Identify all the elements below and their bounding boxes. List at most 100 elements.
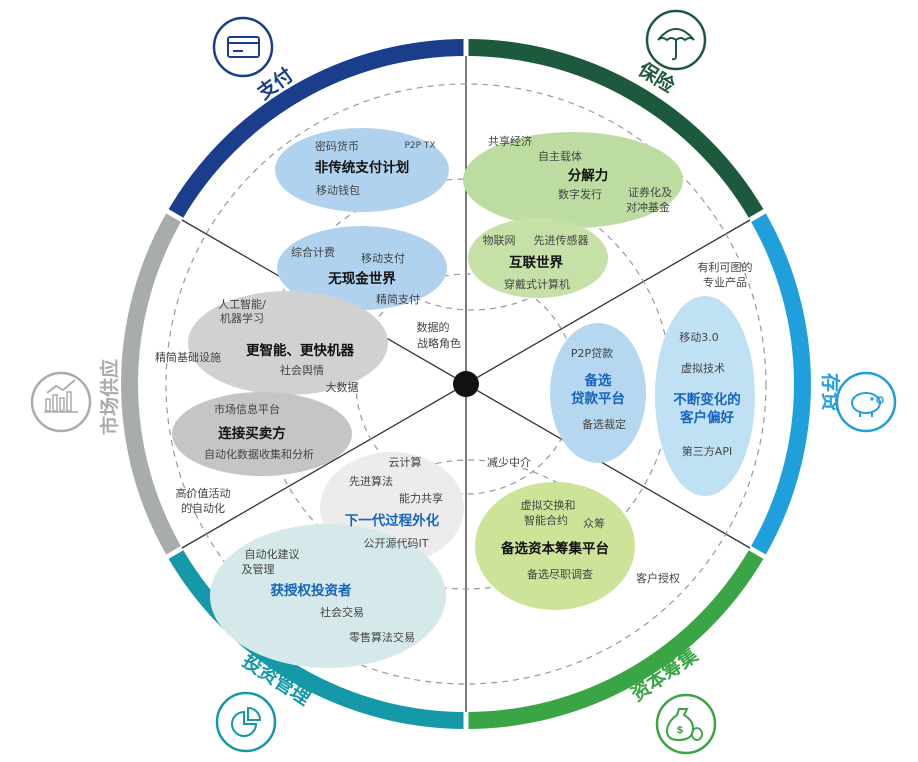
c2-title: 无现金世界 — [327, 270, 396, 287]
c2-item-mobilepay: 移动支付 — [361, 252, 405, 265]
cluster-c4: 物联网 先进传感器 互联世界 穿戴式计算机 — [483, 233, 589, 291]
c8-item-mobile30: 移动3.0 — [679, 331, 719, 344]
float-highvalue-2: 的自动化 — [181, 501, 225, 515]
c7-item-p2ploan: P2P贷款 — [571, 346, 613, 360]
c3-item-auto: 自主载体 — [538, 149, 582, 163]
c3-title: 分解力 — [568, 167, 609, 184]
cluster-c1-bg[interactable] — [275, 128, 449, 212]
c4-item-wearable: 穿戴式计算机 — [504, 277, 570, 291]
c6-item-autodata: 自动化数据收集和分析 — [204, 447, 314, 461]
money-bag-icon[interactable]: $ — [655, 693, 717, 755]
c9-item-share: 能力共享 — [399, 491, 443, 505]
c8-title-line1: 不断变化的 — [673, 391, 741, 408]
c9-item-opensource: 公开源代码IT — [364, 536, 429, 550]
cluster-c7: P2P贷款 备选 贷款平台 备选裁定 — [571, 346, 626, 431]
float-highvalue-1: 高价值活动 — [176, 486, 231, 500]
c7-item-adjudication: 备选裁定 — [582, 417, 626, 431]
cluster-c6: 市场信息平台 连接买卖方 自动化数据收集和分析 — [204, 402, 314, 461]
c9-item-cloud: 云计算 — [389, 455, 422, 469]
cluster-c6-bg[interactable] — [172, 392, 352, 476]
c11-title: 获授权投资者 — [271, 582, 352, 599]
segment-arc-payment[interactable] — [167, 39, 467, 221]
cluster-c7-bg[interactable] — [550, 323, 646, 463]
outer-ring — [121, 37, 811, 731]
c7-title-line2: 贷款平台 — [571, 390, 625, 407]
float-less-intermediation: 减少中介 — [487, 456, 531, 469]
segment-title-market: 市场供应 — [98, 359, 121, 435]
c11-item-advice: 自动化建议 — [245, 547, 300, 561]
c2-item-billing: 综合计费 — [291, 245, 335, 259]
cluster-c2: 综合计费 移动支付 无现金世界 精简支付 — [291, 245, 420, 306]
cluster-blobs — [172, 128, 755, 668]
umbrella-icon[interactable] — [645, 9, 707, 71]
c4-item-sensor: 先进传感器 — [534, 234, 589, 247]
cluster-c2-bg[interactable] — [277, 226, 447, 310]
c9-item-algo: 先进算法 — [349, 474, 393, 488]
cluster-c3-bg[interactable] — [463, 132, 683, 228]
c1-item-wallet: 移动钱包 — [316, 183, 360, 197]
float-profitable-2: 专业产品 — [703, 275, 747, 289]
c10-item-diligence: 备选尽职调查 — [527, 567, 593, 581]
c3-item-digital: 数字发行 — [558, 187, 602, 201]
c8-item-virtual: 虚拟技术 — [681, 361, 725, 375]
c11-item-social: 社会交易 — [320, 605, 364, 619]
c6-item-platform: 市场信息平台 — [214, 402, 280, 416]
c11-item-manage: 及管理 — [242, 562, 275, 576]
segment-icons: $ — [30, 9, 897, 755]
c6-title: 连接买卖方 — [218, 425, 286, 442]
cluster-c11-bg[interactable] — [210, 524, 446, 668]
cluster-c8-bg[interactable] — [655, 296, 755, 496]
cluster-c9: 云计算 先进算法 能力共享 下一代过程外化 公开源代码IT — [345, 455, 443, 550]
c5-item-sentiment: 社会舆情 — [280, 363, 324, 377]
c2-item-lean: 精简支付 — [376, 292, 420, 306]
c10-item-contract: 智能合约 — [524, 513, 568, 527]
c10-title: 备选资本筹集平台 — [500, 540, 609, 557]
c1-title: 非传统支付计划 — [315, 159, 410, 176]
c4-item-iot: 物联网 — [483, 233, 516, 247]
cluster-c8: 移动3.0 虚拟技术 不断变化的 客户偏好 第三方API — [673, 331, 741, 458]
cluster-c4-bg[interactable] — [468, 218, 608, 298]
cluster-c10-bg[interactable] — [475, 482, 635, 610]
c3-item-securitize: 证券化及 — [628, 185, 672, 199]
float-customer-auth: 客户授权 — [636, 571, 680, 585]
cluster-c5-bg[interactable] — [188, 291, 388, 395]
c1-item-crypto: 密码货币 — [315, 139, 359, 153]
pie-chart-icon[interactable] — [215, 691, 277, 753]
c5-item-ai: 人工智能/ — [218, 297, 266, 311]
c5-item-bigdata: 大数据 — [326, 380, 359, 394]
c3-item-hedge: 对冲基金 — [626, 200, 670, 214]
segment-arc-capital[interactable] — [465, 547, 765, 729]
floating-labels: 数据的 战略角色 有利可图的 专业产品 精简基础设施 高价值活动 的自动化 减少… — [155, 260, 753, 585]
money-bag-icon-glyph: $ — [677, 725, 684, 736]
credit-card-icon[interactable] — [212, 16, 274, 78]
c8-item-api: 第三方API — [682, 444, 732, 458]
c5-title: 更智能、更快机器 — [246, 342, 354, 359]
bar-chart-icon[interactable] — [30, 371, 92, 433]
float-lean-infra: 精简基础设施 — [155, 350, 221, 364]
cluster-c5: 人工智能/ 机器学习 更智能、更快机器 社会舆情 大数据 — [218, 297, 358, 394]
segment-arc-investment[interactable] — [167, 547, 467, 729]
cluster-c10: 虚拟交换和 智能合约 众筹 备选资本筹集平台 备选尽职调查 — [500, 498, 609, 581]
segment-arc-market[interactable] — [121, 211, 182, 557]
float-profitable-1: 有利可图的 — [698, 260, 753, 274]
float-strategic-2: 战略角色 — [417, 336, 461, 350]
c1-item-p2p: P2P TX — [404, 141, 435, 151]
c8-title-line2: 客户偏好 — [679, 409, 734, 426]
cluster-c11: 自动化建议 及管理 获授权投资者 社会交易 零售算法交易 — [242, 547, 416, 644]
c7-title-line1: 备选 — [584, 372, 613, 389]
piggy-bank-icon[interactable] — [835, 371, 897, 433]
c9-title: 下一代过程外化 — [345, 512, 440, 529]
c11-item-retailalgo: 零售算法交易 — [349, 630, 415, 644]
c5-item-ml: 机器学习 — [220, 311, 264, 325]
c4-title: 互联世界 — [509, 254, 563, 271]
segment-arc-insurance[interactable] — [465, 39, 765, 221]
c10-item-crowd: 众筹 — [583, 516, 605, 530]
cluster-c3: 共享经济 自主载体 分解力 数字发行 证券化及 对冲基金 — [488, 134, 672, 214]
cluster-c1: 密码货币 P2P TX 非传统支付计划 移动钱包 — [315, 139, 436, 197]
float-strategic-1: 数据的 — [417, 320, 450, 334]
center-hub — [453, 371, 479, 397]
c3-item-sharing: 共享经济 — [488, 134, 532, 148]
segment-arc-deposit[interactable] — [750, 211, 811, 557]
